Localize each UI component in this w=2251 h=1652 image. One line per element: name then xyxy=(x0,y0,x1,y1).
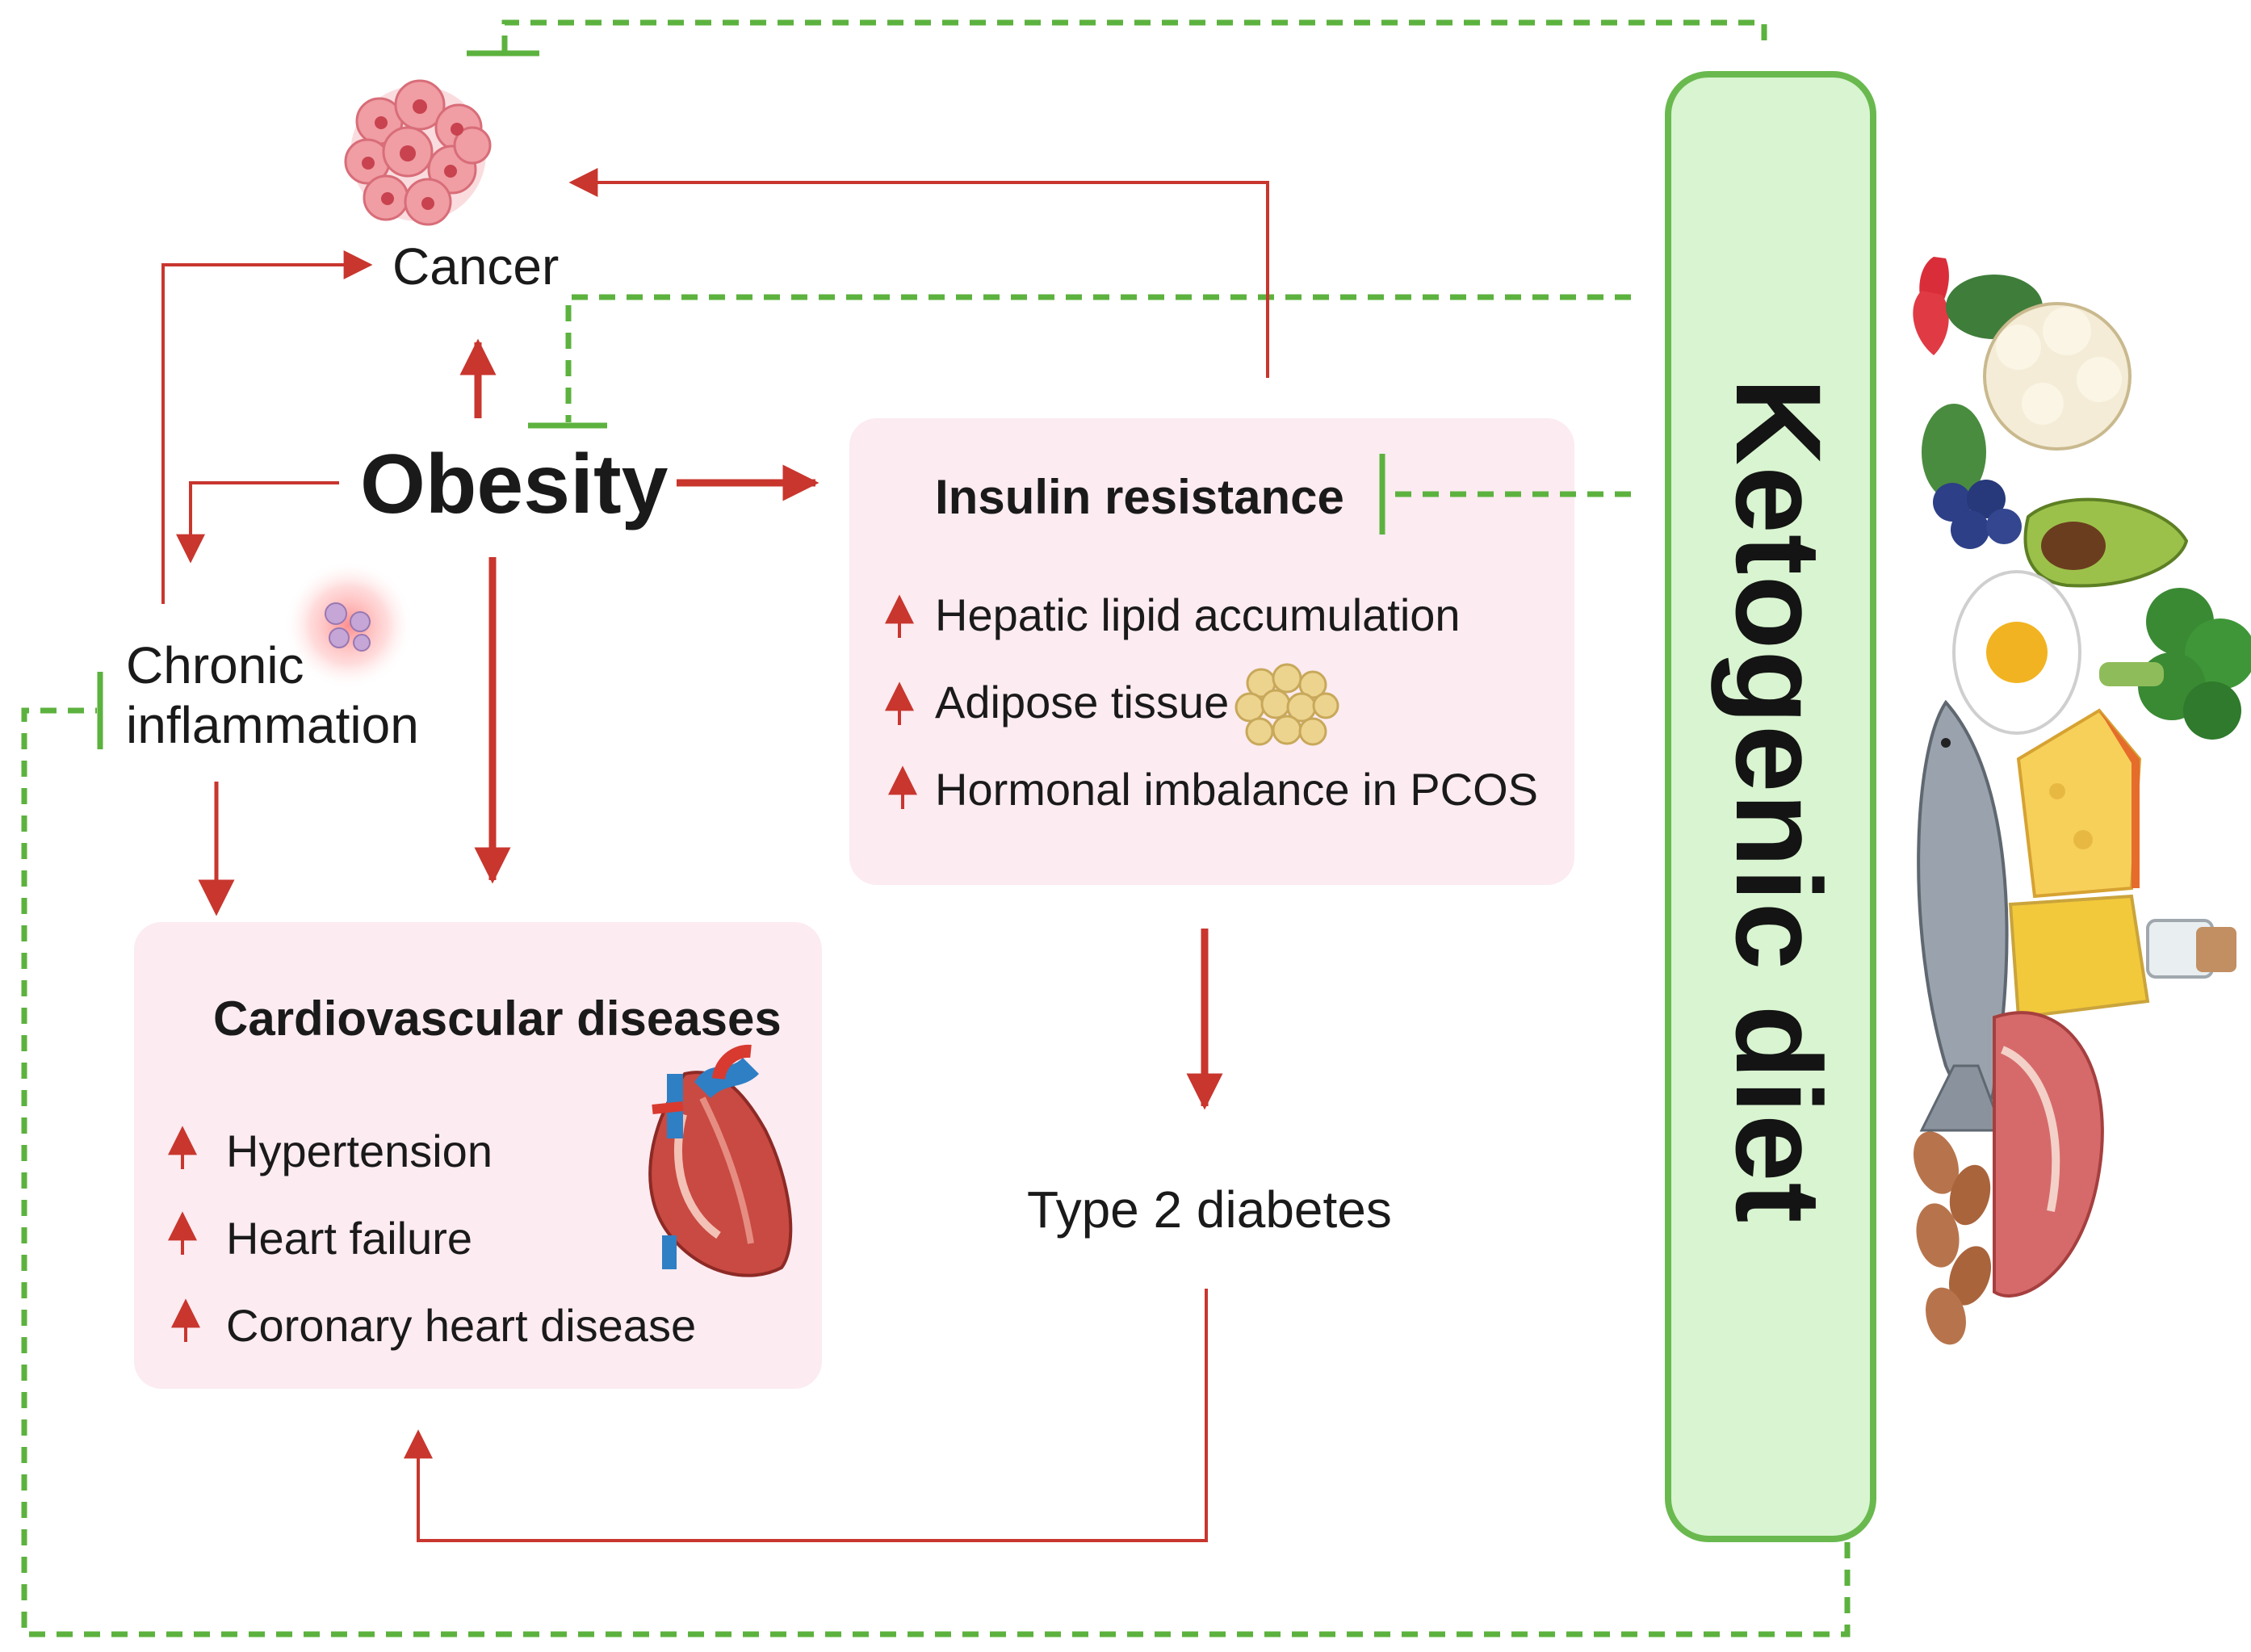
cardio-box xyxy=(134,922,822,1389)
cardio-item-coronary: Coronary heart disease xyxy=(226,1300,697,1351)
insulin-item-hepatic: Hepatic lipid accumulation xyxy=(935,589,1461,640)
arrow-inflammation-cancer xyxy=(161,250,373,604)
type2-diabetes-label: Type 2 diabetes xyxy=(1027,1180,1392,1239)
chronic-inflammation-label-line2: inflammation xyxy=(126,696,419,754)
insulin-item-adipose: Adipose tissue xyxy=(935,677,1230,727)
ketogenic-diet-label: Ketogenic diet xyxy=(1711,378,1846,1224)
food-collage-icon xyxy=(1913,257,2251,1345)
fat-cells-icon xyxy=(1234,663,1339,746)
insulin-box-title: Insulin resistance xyxy=(935,470,1344,524)
inhibit-line-obesity xyxy=(565,294,1631,422)
arrow-insulin-cancer xyxy=(568,168,1269,378)
keto-panel xyxy=(1665,71,1876,1542)
inhibit-line-inflammation xyxy=(21,707,1851,1637)
arrow-obesity-inflammation xyxy=(176,481,339,564)
insulin-box xyxy=(849,418,1574,885)
cardio-item-hypertension: Hypertension xyxy=(226,1126,493,1176)
cardio-box-title: Cardiovascular diseases xyxy=(213,992,782,1046)
cancer-label: Cancer xyxy=(392,237,560,296)
insulin-item-hormonal: Hormonal imbalance in PCOS xyxy=(935,764,1538,815)
inhibit-line-cancer xyxy=(501,19,1767,52)
cardio-item-heart-failure: Heart failure xyxy=(226,1213,473,1264)
cancer-cell-icon xyxy=(344,79,492,226)
obesity-label: Obesity xyxy=(360,438,669,531)
chronic-inflammation-label-line1: Chronic xyxy=(126,636,304,694)
heart-icon xyxy=(648,1044,793,1277)
inflammation-cells-icon xyxy=(284,560,413,690)
arrow-diabetes-cardio xyxy=(404,1289,1208,1542)
